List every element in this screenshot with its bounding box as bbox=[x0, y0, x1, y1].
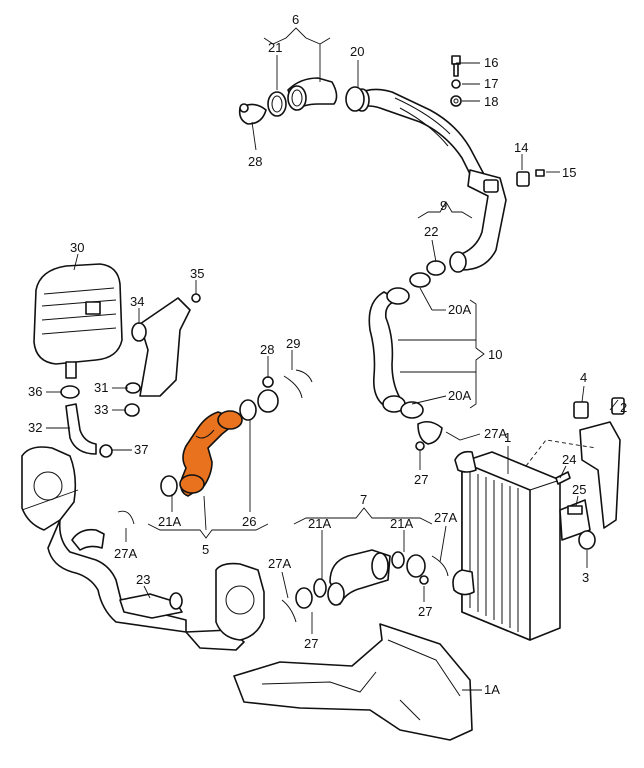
label-22: 22 bbox=[424, 224, 438, 239]
label-30: 30 bbox=[70, 240, 84, 255]
turbo-flange-and-pipe bbox=[21, 446, 245, 651]
lower-flange bbox=[215, 562, 265, 641]
hose-clamps-center bbox=[160, 369, 313, 497]
label-26: 26 bbox=[242, 514, 256, 529]
label-4: 4 bbox=[580, 370, 587, 385]
label-6: 6 bbox=[292, 12, 299, 27]
leader-lines bbox=[21, 27, 619, 691]
upper-hardware bbox=[238, 55, 545, 187]
label-23: 23 bbox=[136, 572, 150, 587]
part-labels: 6 21 20 16 17 18 28 14 15 9 22 20A 10 20… bbox=[28, 12, 627, 697]
label-15: 15 bbox=[562, 165, 576, 180]
lower-charge-pipe bbox=[281, 549, 449, 623]
label-21A-mid: 21A bbox=[308, 516, 331, 531]
label-1: 1 bbox=[504, 430, 511, 445]
label-27A-upper-right: 27A bbox=[434, 510, 457, 525]
label-16: 16 bbox=[484, 55, 498, 70]
label-5: 5 bbox=[202, 542, 209, 557]
label-35: 35 bbox=[190, 266, 204, 281]
label-14: 14 bbox=[514, 140, 528, 155]
upper-charge-pipe bbox=[287, 77, 507, 273]
label-21A-left: 21A bbox=[158, 514, 181, 529]
label-27A-lower: 27A bbox=[268, 556, 291, 571]
label-24: 24 bbox=[562, 452, 576, 467]
label-29: 29 bbox=[286, 336, 300, 351]
label-3: 3 bbox=[582, 570, 589, 585]
label-7: 7 bbox=[360, 492, 367, 507]
label-9: 9 bbox=[440, 198, 447, 213]
middle-hose bbox=[368, 260, 446, 451]
intercooler-bracket bbox=[555, 397, 625, 550]
label-27A-left: 27A bbox=[114, 546, 137, 561]
air-reservoir bbox=[33, 263, 201, 458]
label-27-lower-right: 27 bbox=[418, 604, 432, 619]
label-28-center: 28 bbox=[260, 342, 274, 357]
label-36: 36 bbox=[28, 384, 42, 399]
label-21: 21 bbox=[268, 40, 282, 55]
label-20A-upper: 20A bbox=[448, 302, 471, 317]
label-32: 32 bbox=[28, 420, 42, 435]
label-27A-right: 27A bbox=[484, 426, 507, 441]
label-17: 17 bbox=[484, 76, 498, 91]
label-34: 34 bbox=[130, 294, 144, 309]
label-10: 10 bbox=[488, 347, 502, 362]
label-2: 2 bbox=[620, 400, 627, 415]
label-20: 20 bbox=[350, 44, 364, 59]
label-27-right: 27 bbox=[414, 472, 428, 487]
label-27-center: 27 bbox=[304, 636, 318, 651]
label-20A-lower: 20A bbox=[448, 388, 471, 403]
label-28-top: 28 bbox=[248, 154, 262, 169]
label-21A-right: 21A bbox=[390, 516, 413, 531]
air-duct bbox=[233, 623, 473, 741]
label-37: 37 bbox=[134, 442, 148, 457]
label-33: 33 bbox=[94, 402, 108, 417]
label-31: 31 bbox=[94, 380, 108, 395]
intercooler bbox=[452, 450, 591, 641]
label-18: 18 bbox=[484, 94, 498, 109]
label-1A: 1A bbox=[484, 682, 500, 697]
intake-hose-highlighted bbox=[179, 410, 243, 497]
label-25: 25 bbox=[572, 482, 586, 497]
